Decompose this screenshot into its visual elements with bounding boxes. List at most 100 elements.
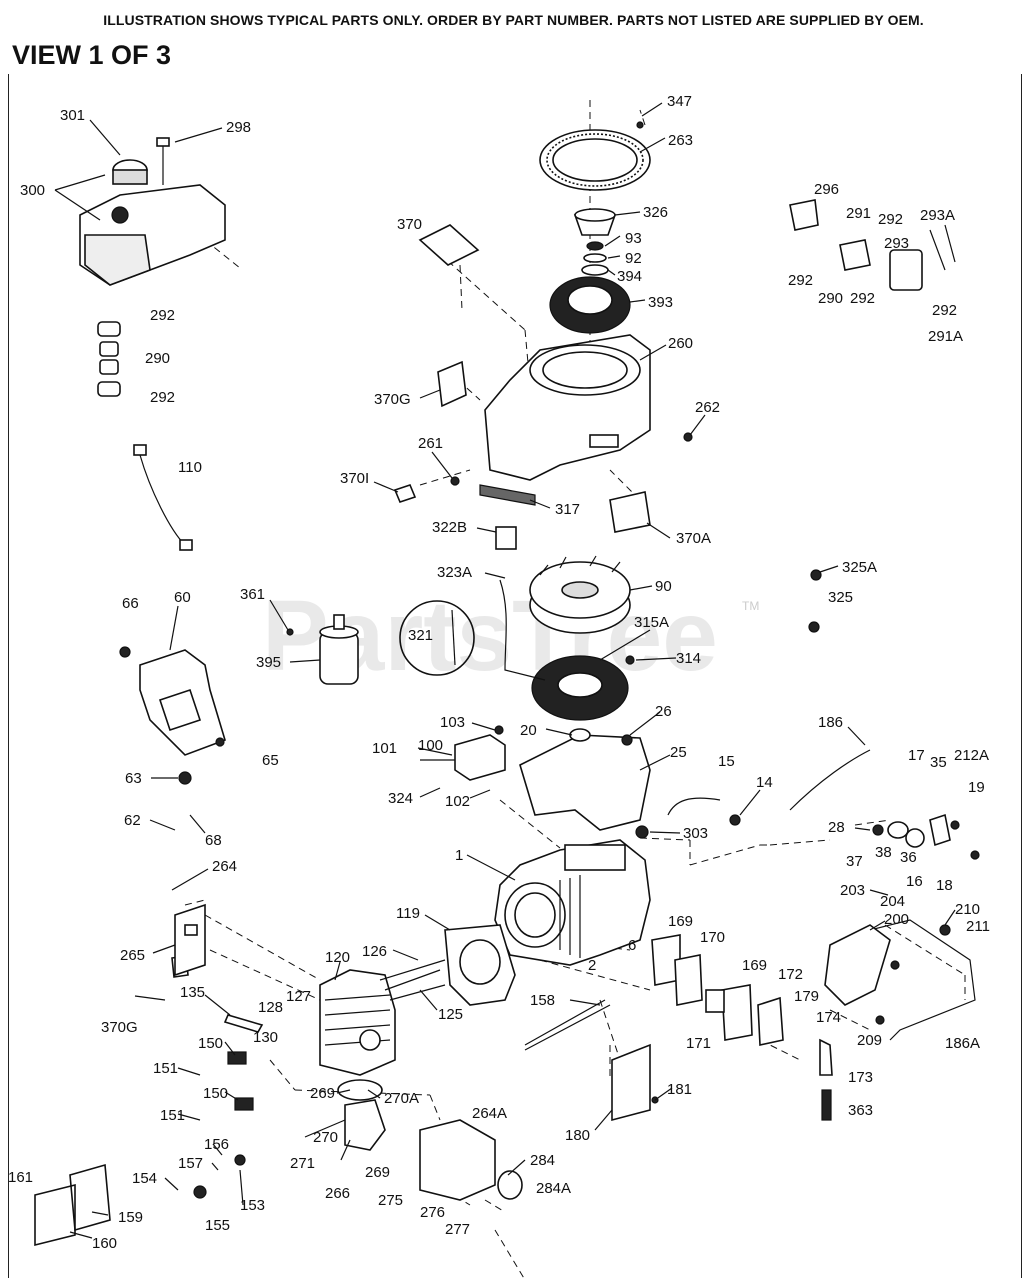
callout-14: 14	[756, 774, 773, 791]
callout-292b: 292	[788, 272, 813, 289]
callout-323A: 323A	[437, 564, 472, 581]
callout-20: 20	[520, 722, 537, 739]
callout-292f: 292	[150, 389, 175, 406]
callout-293A: 293A	[920, 207, 955, 224]
ignition-wire-323A	[495, 526, 546, 681]
callout-120: 120	[325, 949, 350, 966]
shroud-264-265	[174, 903, 206, 977]
callout-291A: 291A	[928, 328, 963, 345]
callout-300: 300	[20, 182, 45, 199]
callout-264A: 264A	[472, 1105, 507, 1122]
callout-212A: 212A	[954, 747, 989, 764]
callout-317: 317	[555, 501, 580, 518]
fuel-pump-293	[789, 199, 956, 291]
callout-63: 63	[125, 770, 142, 787]
heat-shield-159-160	[34, 1163, 111, 1247]
screw-298	[156, 137, 170, 185]
callout-266: 266	[325, 1185, 350, 1202]
leader-lines	[54, 102, 956, 1239]
callout-130: 130	[253, 1029, 278, 1046]
callout-370I: 370I	[340, 470, 369, 487]
callout-25: 25	[670, 744, 687, 761]
callout-18: 18	[936, 877, 953, 894]
callout-154: 154	[132, 1170, 157, 1187]
pushrod-158	[524, 999, 611, 1051]
callout-62: 62	[124, 812, 141, 829]
callout-361: 361	[240, 586, 265, 603]
callout-156: 156	[204, 1136, 229, 1153]
callout-290b: 290	[145, 350, 170, 367]
starter-motor-395	[319, 614, 359, 685]
callout-153: 153	[240, 1197, 265, 1214]
tube-173-363	[819, 1038, 833, 1121]
callout-60: 60	[174, 589, 191, 606]
governor-rod-186	[789, 749, 871, 811]
callout-158: 158	[530, 992, 555, 1009]
callout-204: 204	[880, 893, 905, 910]
callout-315A: 315A	[634, 614, 669, 631]
callout-173: 173	[848, 1069, 873, 1086]
gaskets-370	[171, 224, 651, 978]
starter-cup-326	[573, 208, 617, 236]
callout-26: 26	[655, 703, 672, 720]
callout-1: 1	[455, 847, 463, 864]
callout-296: 296	[814, 181, 839, 198]
callout-65: 65	[262, 752, 279, 769]
callout-186A: 186A	[945, 1035, 980, 1052]
flywheel-90	[529, 555, 631, 634]
callout-38: 38	[875, 844, 892, 861]
callout-265: 265	[120, 947, 145, 964]
callout-393: 393	[648, 294, 673, 311]
wire-110	[133, 444, 193, 551]
ignition-module-100	[420, 734, 506, 781]
callout-2: 2	[588, 957, 596, 974]
callout-203: 203	[840, 882, 865, 899]
callout-101: 101	[372, 740, 397, 757]
callout-90: 90	[655, 578, 672, 595]
callout-170: 170	[700, 929, 725, 946]
callout-314: 314	[676, 650, 701, 667]
callout-169b: 169	[742, 957, 767, 974]
cylinder-head-120	[319, 969, 396, 1076]
callout-370G: 370G	[374, 391, 411, 408]
callout-36: 36	[900, 849, 917, 866]
callout-200: 200	[884, 911, 909, 928]
callout-326: 326	[643, 204, 668, 221]
detail-circle-321	[399, 600, 475, 676]
callout-19: 19	[968, 779, 985, 796]
fuel-line-290-292	[97, 321, 121, 397]
spring-150	[227, 1051, 254, 1111]
callout-119: 119	[396, 905, 420, 922]
backplate-25	[519, 728, 651, 831]
callout-264: 264	[212, 858, 237, 875]
callout-325A: 325A	[842, 559, 877, 576]
callout-6: 6	[628, 937, 636, 954]
washers-93-92-394	[581, 241, 609, 276]
callout-292d: 292	[932, 302, 957, 319]
callout-125: 125	[438, 1006, 463, 1023]
callout-290a: 290	[818, 290, 843, 307]
callout-92: 92	[625, 250, 642, 267]
callout-292e: 292	[150, 307, 175, 324]
diagram-frame	[8, 74, 1022, 1278]
callout-347: 347	[667, 93, 692, 110]
air-cleaner-301	[79, 159, 226, 286]
callout-370A: 370A	[676, 530, 711, 547]
callout-270A: 270A	[384, 1090, 419, 1107]
callout-16: 16	[906, 873, 923, 890]
callout-100: 100	[418, 737, 443, 754]
callout-210: 210	[955, 901, 980, 918]
callout-370G2: 370G	[101, 1019, 138, 1036]
callout-324: 324	[388, 790, 413, 807]
callout-171: 171	[686, 1035, 711, 1052]
throttle-linkage-186A	[824, 919, 976, 1041]
callout-151b: 151	[160, 1107, 185, 1124]
callout-298: 298	[226, 119, 251, 136]
callout-127: 127	[286, 988, 311, 1005]
callout-276: 276	[420, 1204, 445, 1221]
breather-tube-15	[667, 797, 741, 826]
callout-209: 209	[857, 1032, 882, 1049]
callout-103: 103	[440, 714, 465, 731]
callout-270: 270	[313, 1129, 338, 1146]
